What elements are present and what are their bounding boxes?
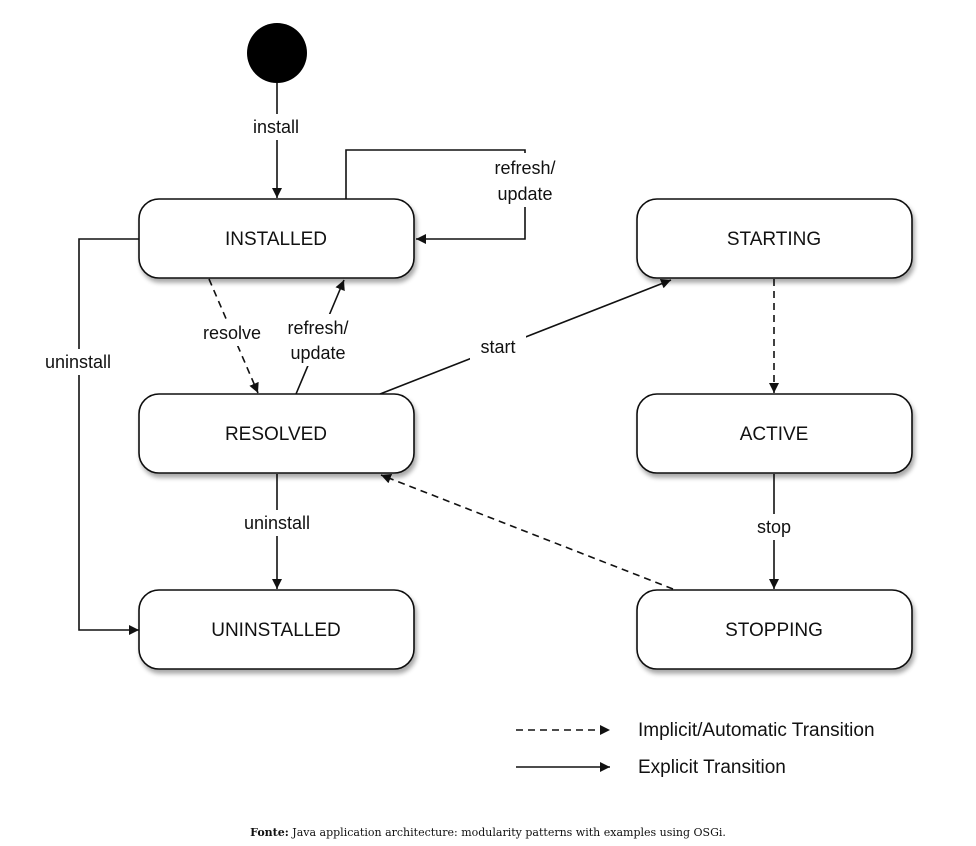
state-uninstalled: UNINSTALLED [138, 589, 415, 670]
caption-prefix: Fonte: [250, 826, 289, 839]
refresh-update-loop-label-line1: refresh/ [494, 158, 555, 178]
refresh-update-label-line2: update [290, 343, 345, 363]
state-stopping-label: STOPPING [725, 620, 823, 641]
state-active-label: ACTIVE [740, 424, 809, 445]
state-diagram: install refresh/ update uninstall resolv… [44, 23, 913, 778]
state-active: ACTIVE [636, 393, 913, 474]
state-resolved-label: RESOLVED [225, 424, 327, 445]
state-installed: INSTALLED [138, 198, 415, 279]
uninstall-installed-label: uninstall [45, 352, 111, 372]
start-label: start [480, 337, 515, 357]
refresh-update-loop-label-line2: update [497, 184, 552, 204]
stop-label: stop [757, 517, 791, 537]
legend-implicit-label: Implicit/Automatic Transition [638, 720, 875, 741]
state-starting-label: STARTING [727, 229, 821, 250]
figure-caption: Fonte: Java application architecture: mo… [0, 826, 976, 839]
legend: Implicit/Automatic Transition Explicit T… [516, 720, 875, 778]
caption-text: Java application architecture: modularit… [288, 826, 726, 839]
refresh-update-loop-transition [345, 149, 526, 244]
stopping-resolved-transition [380, 473, 674, 590]
state-installed-label: INSTALLED [225, 229, 327, 250]
state-uninstalled-label: UNINSTALLED [211, 620, 341, 641]
uninstall-resolved-label: uninstall [244, 513, 310, 533]
legend-explicit-label: Explicit Transition [638, 757, 786, 778]
initial-state-node [247, 23, 307, 83]
state-resolved: RESOLVED [138, 393, 415, 474]
refresh-update-label-line1: refresh/ [287, 318, 348, 338]
resolve-label: resolve [203, 323, 261, 343]
install-label: install [253, 117, 299, 137]
state-starting: STARTING [636, 198, 913, 279]
state-stopping: STOPPING [636, 589, 913, 670]
uninstall-installed-transition [78, 238, 139, 635]
